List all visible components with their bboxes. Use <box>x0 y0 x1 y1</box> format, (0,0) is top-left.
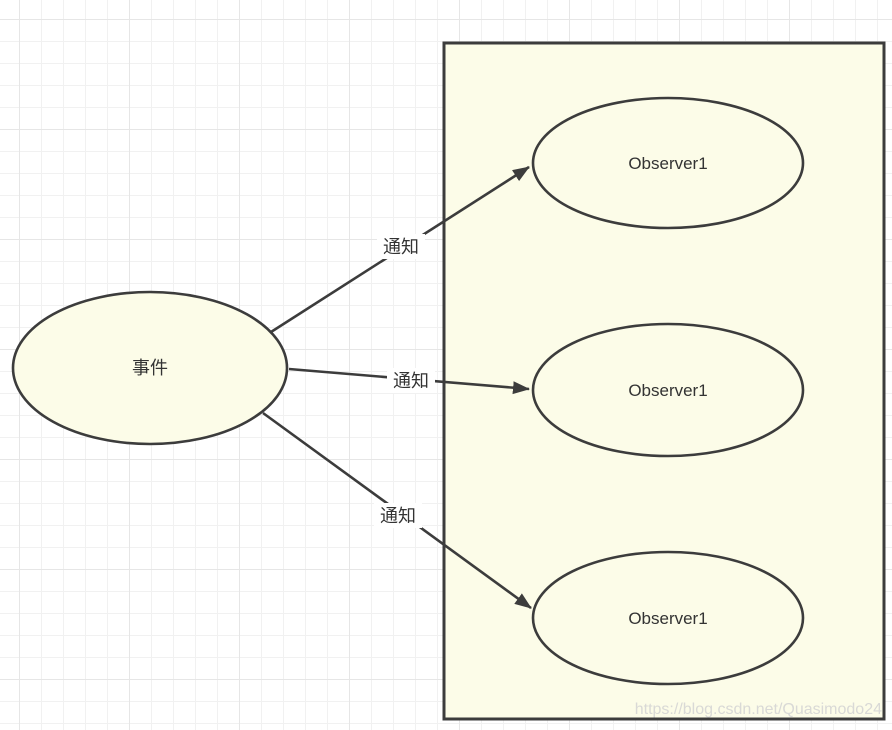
observer-node-2-label: Observer1 <box>628 381 707 400</box>
observer-node-1-label: Observer1 <box>628 154 707 173</box>
notify-edge-2-label-bg <box>387 368 435 393</box>
observer-node-3 <box>531 550 805 686</box>
observer-node-2 <box>531 322 805 458</box>
watermark-text: https://blog.csdn.net/Quasimodo24 <box>635 701 882 718</box>
notify-edge-3-label: 通知 <box>380 506 416 526</box>
notify-edge-1-label: 通知 <box>383 237 419 257</box>
observer-node-3-label: Observer1 <box>628 609 707 628</box>
observer-node-1 <box>531 96 805 230</box>
notify-edge-1-label-bg <box>377 234 425 259</box>
notify-edge-2-label: 通知 <box>393 371 429 391</box>
event-node-label: 事件 <box>132 358 168 378</box>
event-node <box>11 290 289 446</box>
notify-edge-3-label-bg <box>374 503 422 528</box>
